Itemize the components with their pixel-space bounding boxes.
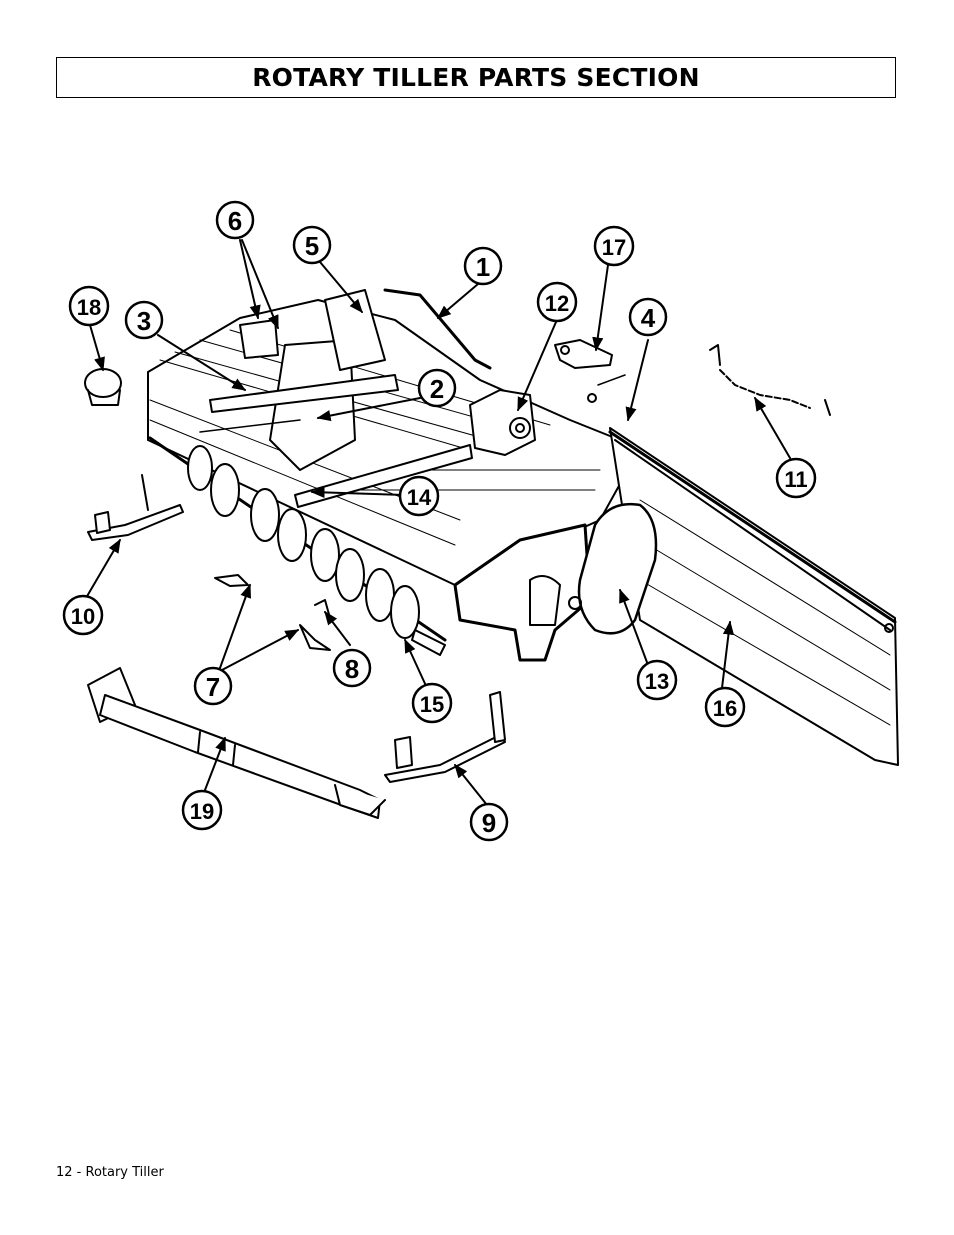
svg-text:3: 3 — [137, 306, 151, 336]
callout-6: 6 — [215, 200, 255, 240]
callout-16: 16 — [704, 686, 746, 728]
chain-case — [568, 502, 658, 635]
callout-9: 9 — [469, 802, 509, 842]
svg-text:10: 10 — [71, 604, 95, 629]
svg-text:7: 7 — [206, 672, 220, 702]
svg-text:13: 13 — [645, 669, 669, 694]
hitch-chain — [709, 344, 831, 416]
tine-blades — [214, 574, 331, 651]
callout-17: 17 — [593, 225, 635, 267]
callout-19: 19 — [181, 789, 223, 831]
svg-text:5: 5 — [305, 231, 319, 261]
svg-text:1: 1 — [476, 252, 490, 282]
callout-5: 5 — [292, 225, 332, 265]
svg-text:11: 11 — [784, 467, 807, 492]
leader-lines — [85, 239, 791, 806]
side-plate — [453, 523, 592, 662]
skid-shoe-left — [87, 474, 184, 541]
skid-shoe-right — [384, 691, 506, 783]
svg-text:14: 14 — [407, 485, 432, 510]
svg-text:6: 6 — [228, 206, 242, 236]
svg-text:17: 17 — [602, 235, 626, 260]
callout-2: 2 — [417, 368, 457, 408]
svg-text:19: 19 — [190, 799, 214, 824]
callout-4: 4 — [628, 297, 668, 337]
page-footer: 12 - Rotary Tiller — [56, 1165, 164, 1180]
callout-14: 14 — [398, 475, 440, 517]
callout-11: 11 — [775, 457, 817, 499]
page-title: ROTARY TILLER PARTS SECTION — [252, 63, 700, 92]
pto-shaft — [87, 667, 386, 819]
callout-8: 8 — [332, 648, 372, 688]
bearing-cap — [84, 368, 122, 406]
section-title-box: ROTARY TILLER PARTS SECTION — [56, 57, 896, 98]
svg-text:9: 9 — [482, 808, 496, 838]
svg-text:16: 16 — [713, 696, 737, 721]
callout-7: 7 — [193, 666, 233, 706]
link-bracket — [554, 339, 626, 403]
gearbox — [469, 389, 536, 456]
svg-text:18: 18 — [77, 295, 101, 320]
callout-13: 13 — [636, 659, 678, 701]
a-frame-mast — [199, 288, 492, 508]
rear-flap — [608, 427, 899, 766]
svg-text:2: 2 — [430, 374, 444, 404]
callout-10: 10 — [62, 594, 104, 636]
svg-text:15: 15 — [420, 692, 444, 717]
svg-text:4: 4 — [641, 303, 656, 333]
svg-text:8: 8 — [345, 654, 359, 684]
callout-12: 12 — [536, 281, 578, 323]
callout-18: 18 — [68, 285, 110, 327]
callout-3: 3 — [124, 300, 164, 340]
svg-text:12: 12 — [545, 291, 569, 316]
callout-15: 15 — [411, 682, 453, 724]
callout-1: 1 — [463, 246, 503, 286]
tine-rotor — [148, 436, 447, 656]
